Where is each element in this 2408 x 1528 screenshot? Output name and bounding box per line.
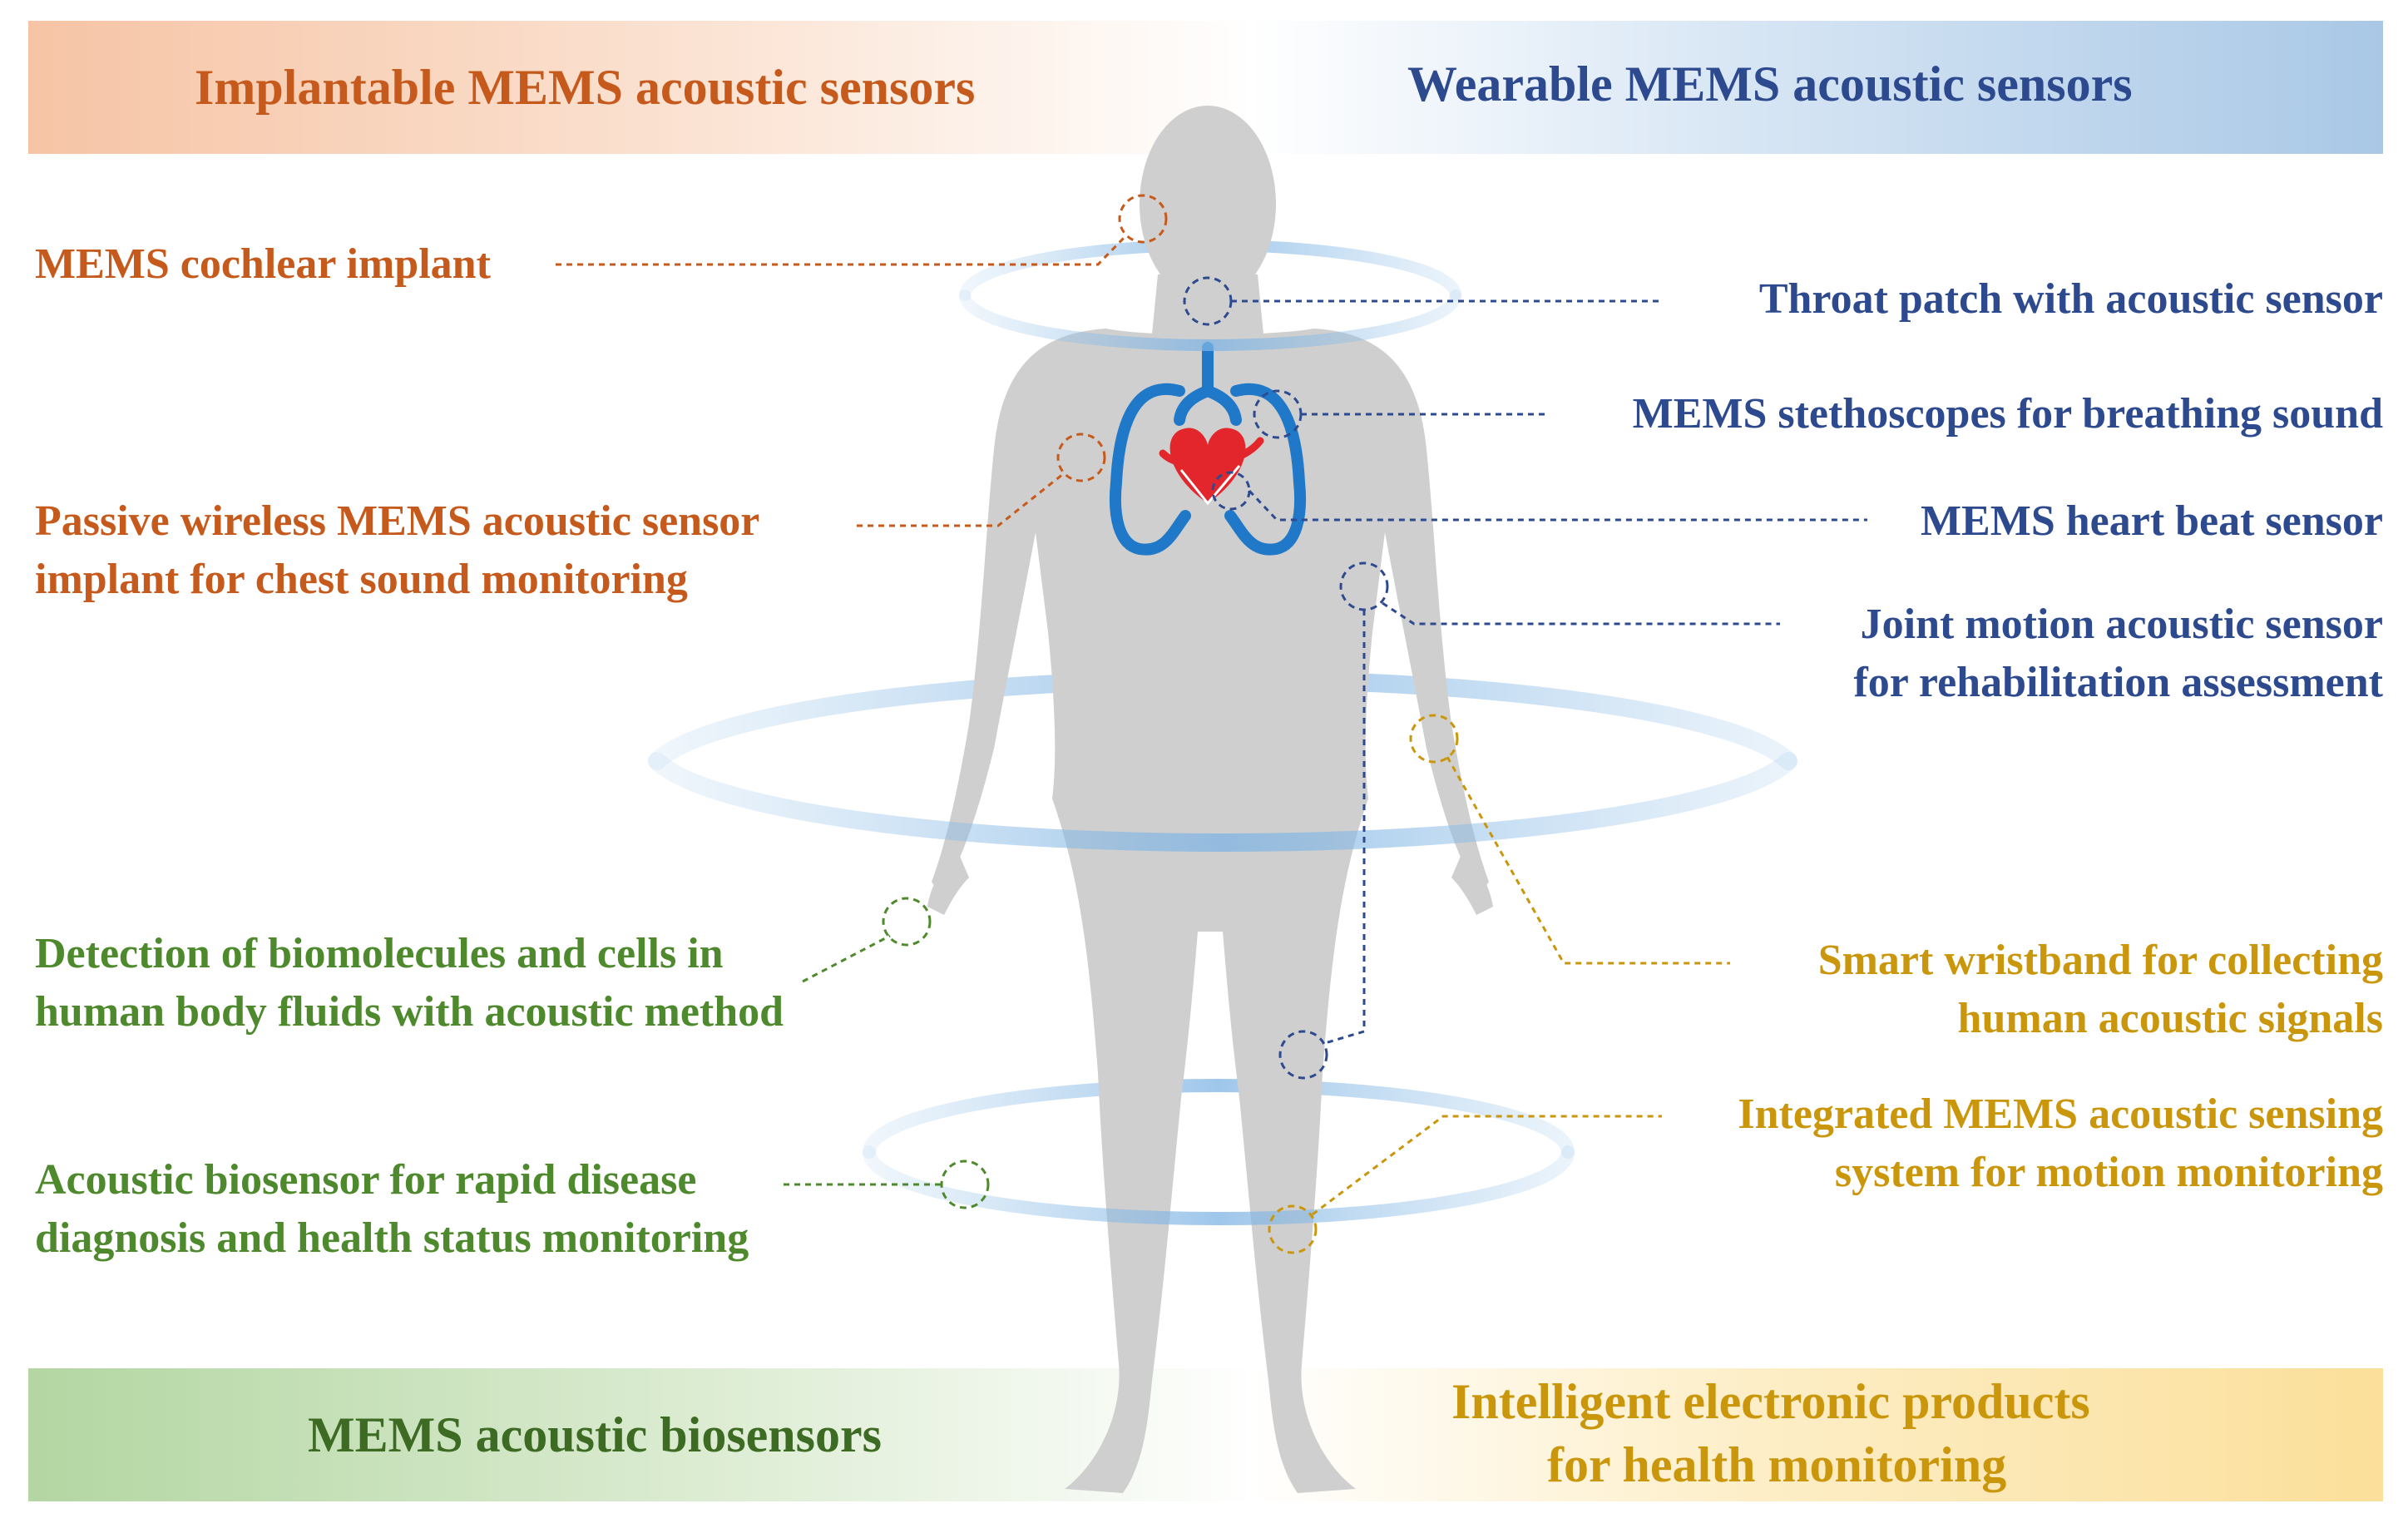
callout-integrated	[1268, 1204, 1318, 1254]
label-wristband-line1: Smart wristband for collecting	[1817, 937, 2383, 984]
callout-chest-implant	[1056, 433, 1106, 482]
label-fluids-line1: Detection of biomolecules and cells in	[35, 930, 724, 977]
label-stethoscope: MEMS stethoscopes for breathing sound	[1632, 390, 2383, 438]
intelligent-footer-title-line1: Intelligent electronic products	[1451, 1374, 2090, 1429]
label-joint-line1: Joint motion acoustic sensor	[1860, 601, 2383, 648]
leader-integrated	[1312, 1115, 1662, 1216]
label-joint-line2: for rehabilitation assessment	[1853, 659, 2383, 706]
callout-knee-joint	[1278, 1030, 1328, 1080]
label-heartbeat: MEMS heart beat sensor	[1920, 497, 2383, 545]
label-throat-patch: Throat patch with acoustic sensor	[1758, 275, 2383, 323]
wearable-header-band: Wearable MEMS acoustic sensors	[1248, 21, 2383, 154]
leader-wristband	[1446, 756, 1730, 965]
label-cochlear-implant: MEMS cochlear implant	[35, 240, 491, 288]
leader-fluids	[802, 934, 891, 983]
leader-joint	[1382, 601, 1780, 626]
callout-disease	[940, 1160, 990, 1209]
ring-halo-front	[648, 289, 1797, 1225]
label-integrated-line2: system for motion monitoring	[1834, 1149, 2383, 1196]
wearable-header-title: Wearable MEMS acoustic sensors	[1407, 57, 2133, 111]
leader-heartbeat	[1248, 489, 1867, 522]
heart-icon	[1159, 428, 1264, 506]
lungs-icon	[1109, 342, 1307, 556]
callout-wristband	[1409, 714, 1459, 764]
leader-chest-implant	[857, 472, 1064, 527]
intelligent-footer-band: Intelligent electronic products for heal…	[1248, 1368, 2383, 1501]
label-chest-implant-line1: Passive wireless MEMS acoustic sensor	[35, 497, 760, 545]
intelligent-footer-title-line2: for health monitoring	[1547, 1437, 2007, 1492]
implantable-header-title: Implantable MEMS acoustic sensors	[195, 60, 976, 115]
callout-cochlear	[1118, 194, 1168, 244]
label-fluids-line2: human body fluids with acoustic method	[35, 988, 784, 1036]
leader-cochlear	[556, 235, 1126, 266]
label-wristband-line2: human acoustic signals	[1957, 995, 2383, 1042]
label-disease-line2: diagnosis and health status monitoring	[35, 1214, 749, 1262]
leader-knee-joint	[1322, 610, 1366, 1046]
label-chest-implant-line2: implant for chest sound monitoring	[35, 556, 688, 603]
biosensors-footer-title: MEMS acoustic biosensors	[308, 1407, 882, 1462]
implantable-header-band: Implantable MEMS acoustic sensors	[28, 21, 1259, 154]
biosensors-footer-band: MEMS acoustic biosensors	[28, 1368, 1259, 1501]
callout-fluids	[882, 897, 932, 947]
label-integrated-line1: Integrated MEMS acoustic sensing	[1738, 1090, 2383, 1138]
human-body-silhouette	[927, 106, 1493, 1493]
label-disease-line1: Acoustic biosensor for rapid disease	[35, 1156, 697, 1204]
